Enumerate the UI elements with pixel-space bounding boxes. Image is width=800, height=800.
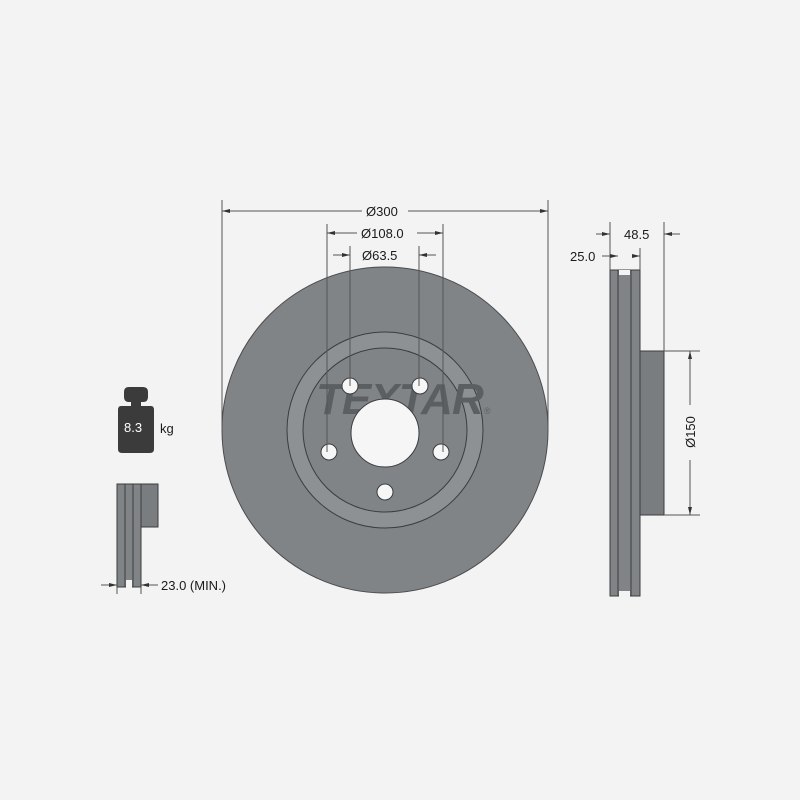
bolt-hole <box>432 443 450 461</box>
overall-height-label: 48.5 <box>624 227 649 242</box>
center-bore <box>350 398 420 468</box>
min-thickness-dimension <box>101 583 158 594</box>
front-view-dimensions <box>221 200 549 452</box>
center-bore-diameter-label: Ø63.5 <box>362 248 397 263</box>
thickness-label: 25.0 <box>570 249 595 264</box>
bolt-hole <box>411 377 429 395</box>
side-view-profile <box>609 269 665 597</box>
weight-unit: kg <box>160 421 174 436</box>
side-view-dimensions <box>596 222 700 516</box>
front-view-disc: TEXTAR ® <box>221 266 549 594</box>
weight-icon: 8.3 <box>118 387 154 453</box>
min-thickness-profile <box>116 483 159 588</box>
bolt-hole <box>376 483 394 501</box>
weight-value: 8.3 <box>124 420 142 435</box>
bolt-circle-diameter-label: Ø108.0 <box>361 226 404 241</box>
outer-diameter-label: Ø300 <box>366 204 398 219</box>
hat-diameter-label: Ø150 <box>683 416 698 448</box>
svg-text:®: ® <box>484 406 491 416</box>
bolt-hole <box>320 443 338 461</box>
min-thickness-label: 23.0 (MIN.) <box>161 578 226 593</box>
